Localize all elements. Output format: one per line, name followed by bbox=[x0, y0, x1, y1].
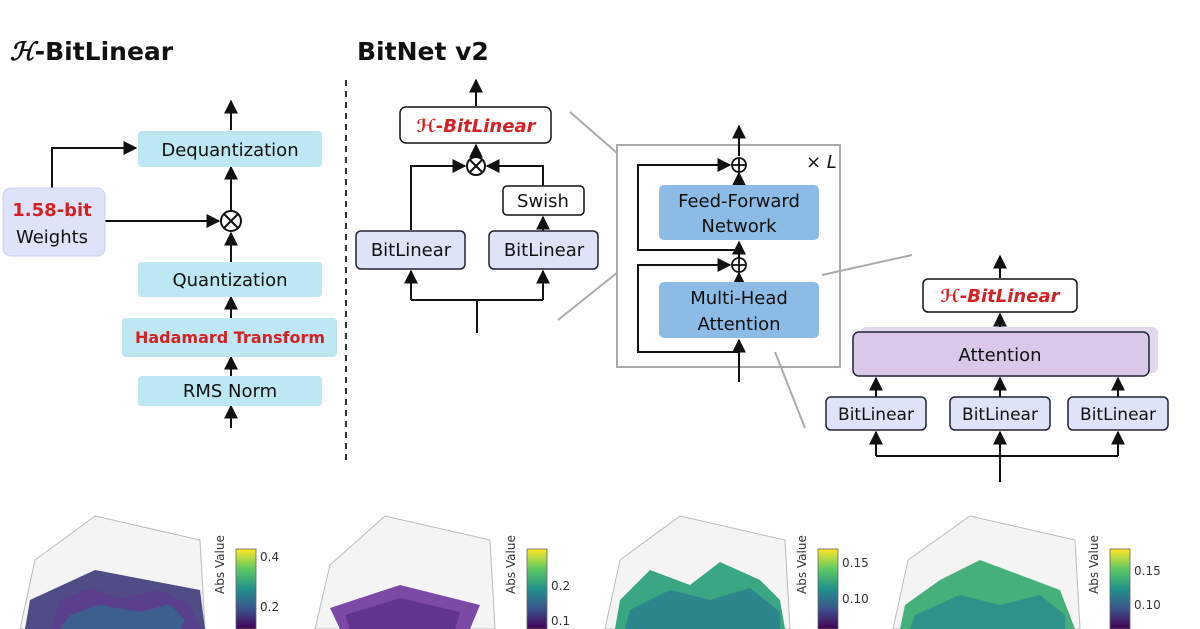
swish-box bbox=[502, 185, 585, 216]
attn-bitlinear-2-label: BitLinear bbox=[962, 405, 1038, 425]
colorbar-3-tick-high: 0.15 bbox=[842, 556, 869, 570]
mha-box bbox=[659, 282, 819, 338]
colorbar-4-label: Abs Value bbox=[1087, 535, 1101, 594]
attention-label: Attention bbox=[958, 345, 1041, 366]
rms-norm-label: RMS Norm bbox=[183, 381, 277, 402]
colorbar-4-tick-low: 0.10 bbox=[1134, 598, 1161, 612]
attn-h-bitlinear-box bbox=[922, 278, 1078, 313]
ffn-h-bitlinear-box bbox=[399, 106, 552, 144]
dequantization-box bbox=[138, 131, 322, 167]
colorbar-4 bbox=[1109, 548, 1131, 629]
attn-bitlinear-2-box bbox=[949, 396, 1051, 431]
colorbar-1-label: Abs Value bbox=[213, 535, 227, 594]
colorbar-2-label: Abs Value bbox=[504, 535, 518, 594]
residual-add-bottom bbox=[731, 257, 747, 273]
attn-h-bitlinear-label: ℋ-BitLinear bbox=[941, 286, 1061, 307]
colorbar-3-label: Abs Value bbox=[795, 535, 809, 594]
colorbar-1-tick-low: 0.2 bbox=[260, 600, 279, 614]
mha-line1: Multi-Head bbox=[690, 288, 788, 309]
hadamard-box bbox=[122, 318, 337, 357]
colorbar-2-tick-high: 0.2 bbox=[551, 579, 570, 593]
ffn-line2: Network bbox=[701, 216, 777, 237]
panel-title-bitnet-v2: BitNet v2 bbox=[357, 37, 489, 66]
ffn-box bbox=[659, 185, 819, 240]
ffn-bitlinear-right-box bbox=[488, 230, 599, 270]
panel-title-h-bitlinear: ℋ-BitLinear bbox=[10, 37, 174, 66]
surface-plot-1: Abs Value 0.4 0.2 bbox=[19, 515, 279, 629]
dequantization-label: Dequantization bbox=[161, 140, 298, 161]
repeat-label: × L bbox=[806, 152, 837, 173]
colorbar-4-tick-high: 0.15 bbox=[1134, 564, 1161, 578]
surface-plot-4: Abs Value 0.15 0.10 bbox=[892, 515, 1161, 629]
weights-bits-label: 1.58-bit bbox=[12, 200, 92, 221]
colorbar-1-tick-high: 0.4 bbox=[260, 550, 279, 564]
residual-add-top bbox=[731, 157, 747, 173]
swish-label: Swish bbox=[517, 191, 569, 212]
quantization-box bbox=[138, 262, 322, 297]
colorbar-3 bbox=[817, 548, 839, 629]
weights-box bbox=[2, 187, 106, 257]
activation-plots: Abs Value 0.4 0.2 Abs Value 0.2 0.1 Abs … bbox=[19, 515, 1161, 629]
attn-bitlinear-3-box bbox=[1067, 396, 1169, 431]
surface-plot-2: Abs Value 0.2 0.1 bbox=[314, 515, 570, 629]
ffn-multiply-node bbox=[466, 156, 486, 176]
ffn-bitlinear-left-box bbox=[355, 230, 466, 270]
attn-bitlinear-1-label: BitLinear bbox=[838, 405, 914, 425]
ffn-bitlinear-left-label: BitLinear bbox=[371, 240, 452, 261]
attention-box bbox=[852, 331, 1150, 377]
rms-norm-box bbox=[138, 376, 322, 406]
ffn-line1: Feed-Forward bbox=[678, 191, 800, 212]
mha-line2: Attention bbox=[697, 314, 780, 335]
colorbar-2 bbox=[526, 548, 548, 629]
colorbar-1 bbox=[235, 548, 257, 629]
h-bitlinear-panel: ℋ-BitLinear Dequantization 1.58-bit Weig… bbox=[2, 37, 337, 428]
weights-label: Weights bbox=[16, 227, 88, 248]
attn-bitlinear-1-box bbox=[825, 396, 927, 431]
attn-bitlinear-3-label: BitLinear bbox=[1080, 405, 1156, 425]
quantization-label: Quantization bbox=[172, 270, 287, 291]
colorbar-3-tick-low: 0.10 bbox=[842, 592, 869, 606]
colorbar-2-tick-low: 0.1 bbox=[551, 614, 570, 628]
ffn-bitlinear-right-label: BitLinear bbox=[504, 240, 585, 261]
ffn-h-bitlinear-label: ℋ-BitLinear bbox=[417, 116, 537, 137]
multiply-node bbox=[220, 210, 242, 232]
bitnet-v2-panel: BitNet v2 ℋ-BitLinear Swish BitLinear Bi… bbox=[355, 37, 1169, 482]
surface-plot-3: Abs Value 0.15 0.10 bbox=[604, 515, 869, 629]
hadamard-label: Hadamard Transform bbox=[135, 328, 325, 347]
